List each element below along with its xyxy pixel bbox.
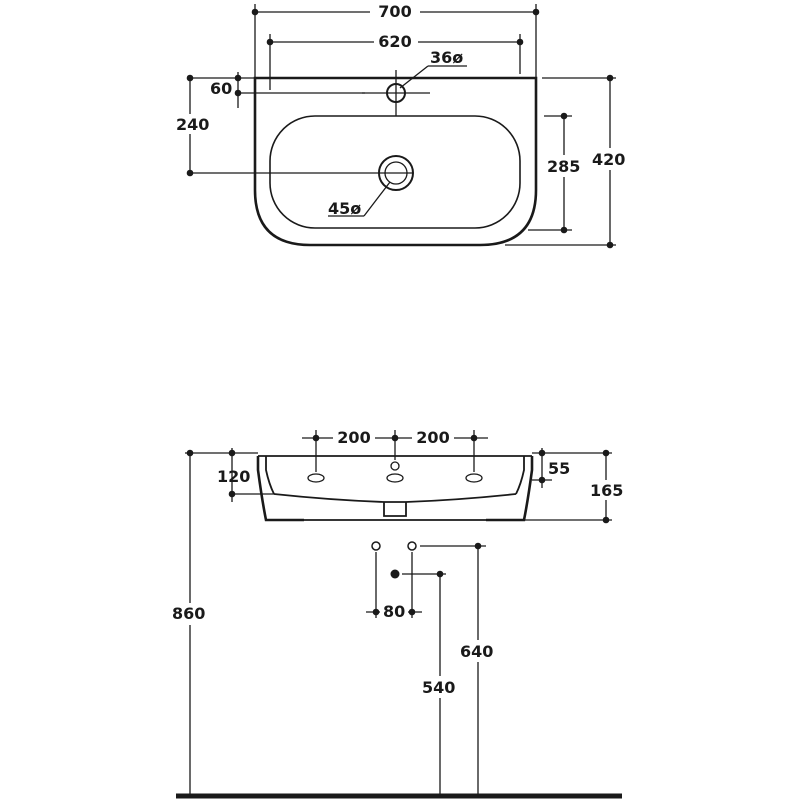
label-bg bbox=[412, 428, 454, 448]
label-bg bbox=[592, 148, 630, 170]
tap-hole-center bbox=[386, 473, 404, 483]
dim-dot bbox=[602, 516, 610, 524]
label-bg bbox=[588, 480, 626, 500]
bowl-floor bbox=[273, 493, 517, 503]
basin-section-left bbox=[256, 456, 304, 522]
label-rim-height: 55 bbox=[548, 459, 570, 478]
dim-dot bbox=[372, 608, 380, 616]
dim-dot bbox=[186, 169, 194, 177]
basin-inner-right bbox=[515, 456, 525, 495]
dim-dot bbox=[560, 112, 568, 120]
drain-outlet bbox=[383, 502, 407, 517]
supply-hole-left bbox=[371, 541, 381, 551]
label-depth-overall: 420 bbox=[592, 150, 625, 169]
label-bg bbox=[458, 640, 498, 662]
dim-dot bbox=[186, 74, 194, 82]
label-bg bbox=[370, 2, 420, 22]
label-width-overall: 700 bbox=[378, 2, 411, 21]
tap-hole-right bbox=[465, 473, 483, 483]
label-bg bbox=[170, 603, 210, 625]
label-hole-spacing-left: 200 bbox=[337, 428, 370, 447]
overflow-hole bbox=[390, 461, 400, 471]
label-tap-offset: 60 bbox=[210, 79, 232, 98]
front-view: 200 200 120 55 165 860 bbox=[170, 428, 626, 799]
basin-section-right bbox=[486, 456, 534, 522]
dim-dot bbox=[474, 542, 482, 550]
basin-inner-left bbox=[265, 456, 275, 495]
dim-dot bbox=[228, 449, 236, 457]
waste-outlet bbox=[390, 569, 400, 579]
label-bg bbox=[172, 114, 212, 134]
dim-dot bbox=[538, 449, 546, 457]
leader-drain bbox=[363, 181, 391, 217]
dim-dot bbox=[560, 226, 568, 234]
label-drain-offset: 240 bbox=[176, 115, 209, 134]
dim-dot bbox=[251, 8, 259, 16]
dim-dot bbox=[391, 434, 399, 442]
label-hole-spacing-right: 200 bbox=[416, 428, 449, 447]
dim-dot bbox=[228, 490, 236, 498]
label-bg bbox=[420, 676, 460, 698]
dim-dot bbox=[234, 74, 242, 82]
leader-tap-hole bbox=[399, 65, 429, 89]
dim-dot bbox=[186, 449, 194, 457]
label-drain-hole: 45ø bbox=[328, 199, 361, 218]
dim-dot bbox=[532, 8, 540, 16]
supply-hole-right bbox=[407, 541, 417, 551]
dim-dot bbox=[408, 608, 416, 616]
dim-dot bbox=[312, 434, 320, 442]
dim-dot bbox=[602, 449, 610, 457]
label-bowl-depth: 285 bbox=[547, 157, 580, 176]
dim-dot bbox=[516, 38, 524, 46]
inner-bowl bbox=[269, 115, 521, 229]
dim-dot bbox=[538, 476, 546, 484]
top-view: 700 620 36ø 60 240 285 bbox=[172, 2, 630, 249]
dim-dot bbox=[436, 570, 444, 578]
dim-dot bbox=[606, 241, 614, 249]
label-pipe-spacing: 80 bbox=[383, 602, 405, 621]
label-width-inner: 620 bbox=[378, 32, 411, 51]
label-basin-height: 165 bbox=[590, 481, 623, 500]
dim-dot bbox=[470, 434, 478, 442]
label-waste-height: 640 bbox=[460, 642, 493, 661]
label-overflow-height: 120 bbox=[217, 467, 250, 486]
label-bg bbox=[380, 602, 408, 622]
label-tap-hole: 36ø bbox=[430, 48, 463, 67]
label-mount-height: 860 bbox=[172, 604, 205, 623]
label-bg bbox=[546, 155, 584, 177]
label-bg bbox=[374, 32, 418, 52]
label-bg bbox=[333, 428, 375, 448]
label-supply-height: 540 bbox=[422, 678, 455, 697]
dim-dot bbox=[234, 89, 242, 97]
dim-dot bbox=[606, 74, 614, 82]
basin-outline-top bbox=[253, 76, 538, 247]
tap-hole-left bbox=[307, 473, 325, 483]
dim-dot bbox=[266, 38, 274, 46]
